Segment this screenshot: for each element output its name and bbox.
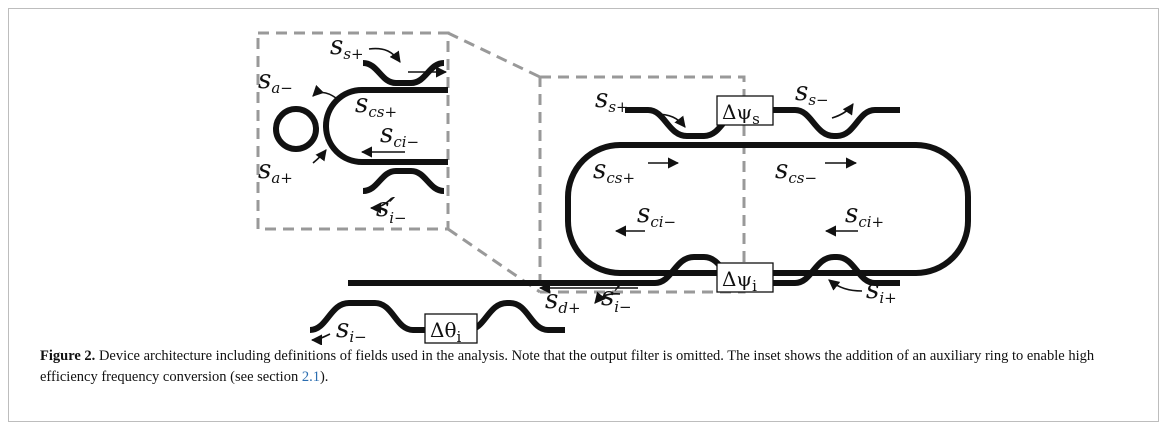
box-delta-theta-i-main: Δθ (430, 318, 456, 342)
arrow-ss-plus (654, 113, 686, 128)
box-delta-theta-i-sub: i (456, 328, 461, 345)
figure-frame (8, 8, 1159, 422)
box-delta-psi-i-sub: i (752, 277, 757, 295)
label-sci-plus: sci+ (845, 199, 884, 231)
caption-label: Figure 2. (40, 348, 96, 364)
label-si-plus: si+ (866, 275, 897, 307)
arrow-si-plus (828, 279, 863, 292)
figure-caption: Figure 2. Device architecture including … (40, 346, 1130, 388)
auxiliary-ring (273, 106, 319, 152)
label-si-minus-prime: s′i− (601, 282, 632, 316)
box-delta-psi-i: Δψi (716, 262, 774, 295)
inset-box (256, 31, 450, 231)
label-si-minus-prime-inset: s′i− (376, 193, 407, 227)
inset-idler-bus (362, 168, 445, 194)
inset-signal-bus (362, 60, 445, 86)
field-labels: ss+ sa− scs+ sci− sa+ s′i− ss+ ss− scs+ … (258, 31, 897, 345)
caption-text-end: ). (319, 369, 329, 385)
main-ring-resonator (565, 142, 971, 276)
label-scs-plus: scs+ (593, 155, 635, 187)
device-architecture-diagram: Δψs Δψi Δθi ss+ sa− scs+ sci− sa+ s′i− s… (256, 31, 971, 345)
svg-text:Δψs: Δψs (722, 100, 760, 128)
phase-boxes: Δψs Δψi Δθi (424, 95, 774, 345)
label-ss-minus: ss− (795, 77, 829, 109)
label-sa-plus: sa+ (258, 155, 293, 187)
svg-text:Δθi: Δθi (430, 318, 461, 345)
label-sd-plus: sd+ (545, 285, 581, 317)
arrow-sa-plus (312, 149, 327, 164)
label-sci-minus-inset: sci− (380, 119, 419, 151)
box-delta-theta-i: Δθi (424, 313, 478, 345)
inset-waveguides (273, 60, 448, 194)
box-delta-psi-s-sub: s (752, 110, 760, 128)
arrow-ss-minus (831, 103, 854, 119)
field-arrows (310, 47, 863, 345)
zoom-region-box (538, 75, 746, 294)
label-si-minus: si− (336, 314, 367, 345)
label-sa-minus: sa− (258, 65, 293, 97)
arrow-si-minus (310, 333, 331, 345)
inset-main-ring-section (323, 87, 448, 165)
label-ss-plus-inset: ss+ (330, 31, 364, 63)
arrow-si-minus-prime-inset (369, 197, 393, 214)
label-scs-minus: scs− (775, 155, 817, 187)
box-delta-psi-i-main: Δψ (722, 267, 752, 291)
arrow-ss-plus-inset (368, 47, 401, 63)
svg-text:Δψi: Δψi (722, 267, 757, 295)
label-sci-minus: sci− (637, 199, 676, 231)
zoom-line-top (447, 31, 541, 79)
section-link[interactable]: 2.1 (301, 369, 320, 385)
label-scs-plus-inset: scs+ (355, 89, 397, 121)
box-delta-psi-s-main: Δψ (722, 100, 752, 124)
label-ss-plus: ss+ (595, 84, 629, 116)
arrow-sa-minus (312, 84, 337, 99)
caption-text: Device architecture including definition… (40, 348, 1095, 385)
arrow-si-minus-prime (594, 291, 621, 304)
box-delta-psi-s: Δψs (716, 95, 774, 128)
